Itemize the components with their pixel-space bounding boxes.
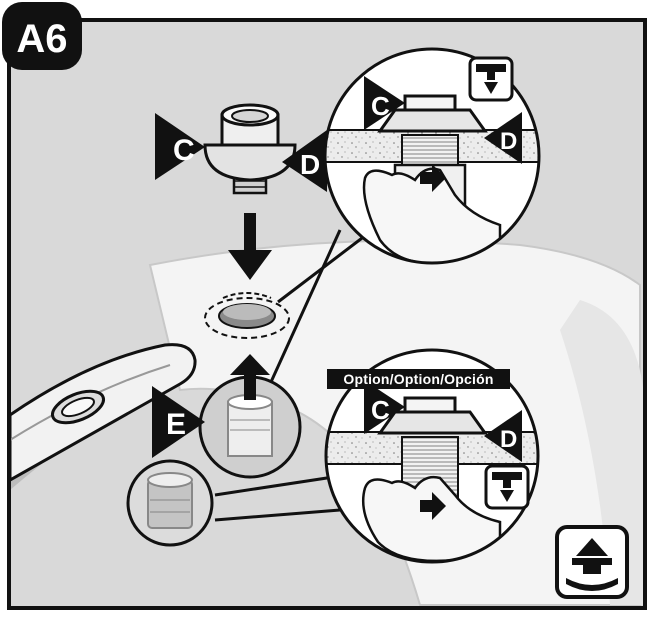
leader-lines — [214, 229, 371, 522]
install-underside-icon-bottom — [484, 464, 530, 510]
step-badge: A6 — [2, 2, 82, 70]
label-c-top: C — [155, 113, 205, 180]
hand-bottom — [361, 475, 502, 562]
aerator-part — [203, 103, 297, 195]
svg-text:C: C — [371, 395, 390, 425]
label-d-inset-top: D — [484, 112, 522, 164]
hand — [362, 167, 502, 263]
svg-text:C: C — [371, 91, 390, 121]
label-d-top: D — [282, 130, 327, 192]
svg-text:D: D — [500, 426, 517, 453]
arrow-up — [230, 354, 270, 400]
svg-text:D: D — [300, 149, 320, 180]
svg-text:C: C — [173, 134, 195, 167]
install-topside-icon — [555, 525, 629, 599]
svg-text:A6: A6 — [16, 17, 67, 61]
install-underside-icon — [468, 56, 514, 102]
faucet-spout — [8, 343, 197, 483]
mounting-hole — [204, 292, 290, 339]
alternate-adapter — [126, 459, 214, 547]
adapter-e-detail — [198, 375, 302, 479]
label-c-inset-top: C — [364, 76, 405, 130]
label-d-inset-bottom: D — [484, 410, 522, 462]
svg-text:E: E — [166, 408, 186, 441]
option-banner: Option/Option/Opción — [327, 369, 510, 389]
label-e: E — [152, 386, 205, 458]
arrow-right-top — [420, 164, 446, 192]
frame-border — [7, 18, 647, 610]
svg-text:D: D — [500, 128, 517, 155]
arrow-right-bottom — [420, 492, 446, 520]
arrow-down — [228, 213, 272, 280]
label-c-inset-bottom: C — [364, 380, 405, 434]
